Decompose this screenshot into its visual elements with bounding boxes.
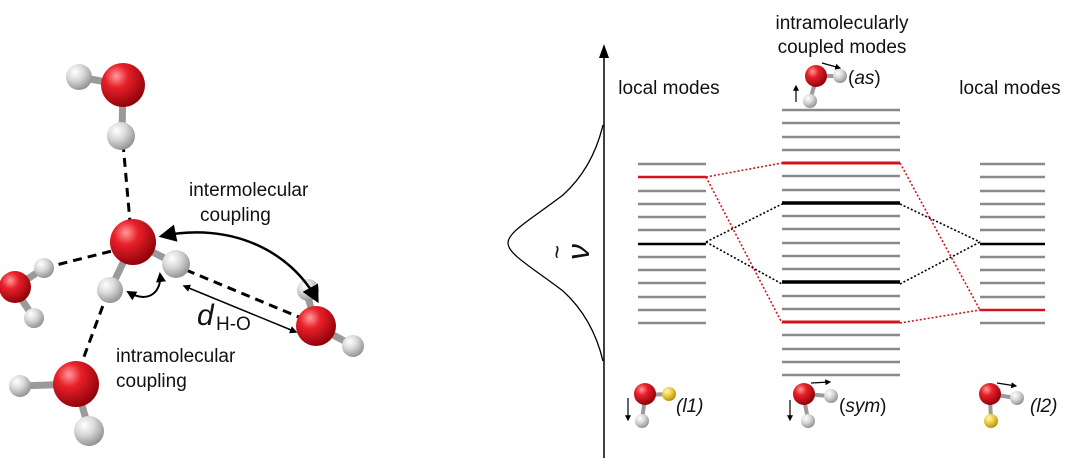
correlation-lines [705,162,981,324]
gaussian-distribution-curve [507,124,604,362]
intramolecular-label-line2: coupling [116,371,187,392]
correlation-black [899,203,981,243]
h-bond-left [43,248,117,270]
oxygen-atom [0,271,31,303]
local-mode-l1-icon: (l1) [625,383,703,428]
frequency-symbol-tilde: ~ [544,245,571,259]
hydrogen-atom [107,122,135,150]
correlation-red [705,162,783,178]
intramolecular-coupling-arrow [126,272,166,301]
hydrogen-atom [74,416,104,446]
correlation-red [899,309,981,324]
mode-as-label: (as) [848,68,881,89]
frequency-symbol: ν ~ [544,244,596,260]
intermolecular-coupling-arrow [158,224,319,304]
left-local-modes-header: local modes [618,78,719,99]
water-molecule-bottom [9,361,104,446]
frequency-symbol-nu: ν [560,244,596,260]
frequency-axis-arrowhead [599,44,609,58]
h-bond-bottom [80,291,110,363]
right-local-mode-levels [980,162,1045,325]
energy-level-diagram: ν ~ local modes intramolecularly coupled… [507,13,1061,458]
right-local-modes-header: local modes [959,78,1060,99]
intermolecular-label-line2: coupling [200,205,271,226]
intramolecular-label-line1: intramolecular [116,346,236,367]
water-molecule-central [97,219,190,303]
distance-subscript: H-O [216,314,251,335]
mode-l1-label: (l1) [676,396,703,417]
oxygen-atom [110,219,156,265]
coupled-mode-levels [782,108,900,377]
hydrogen-atom [34,258,54,278]
distance-arrow [182,284,298,334]
distance-label: d [197,299,215,332]
hydrogen-atom [9,375,31,397]
mode-sym-label: (sym) [839,396,886,417]
hydrogen-atom [97,277,123,303]
water-molecule-left [0,258,54,328]
left-local-mode-levels [638,162,706,325]
hydrogen-atom [342,335,364,357]
correlation-black [899,241,981,285]
local-mode-l2-icon: (l2) [979,382,1057,428]
correlation-black [705,203,783,243]
oxygen-atom [101,63,145,107]
correlation-red [899,162,981,311]
hydrogen-atom [162,250,190,278]
water-molecule-top [66,63,145,150]
center-header-line1: intramolecularly [775,13,909,34]
water-cluster: intermolecular coupling d H-O intramolec… [0,63,364,446]
hydrogen-atom [24,308,44,328]
intermolecular-label-line1: intermolecular [189,180,309,201]
correlation-red [705,176,783,324]
correlation-black [705,241,783,285]
symmetric-stretch-icon: (sym) [787,379,886,428]
h-bond-top [121,142,132,223]
water-molecule-right [296,279,364,357]
oxygen-atom [296,306,336,346]
asymmetric-stretch-icon: (as) [793,62,881,108]
center-header-line2: coupled modes [778,37,907,58]
oxygen-atom [53,361,99,407]
hydrogen-atom [66,64,92,90]
mode-l2-label: (l2) [1030,396,1057,417]
distance-symbol: d [197,299,215,332]
